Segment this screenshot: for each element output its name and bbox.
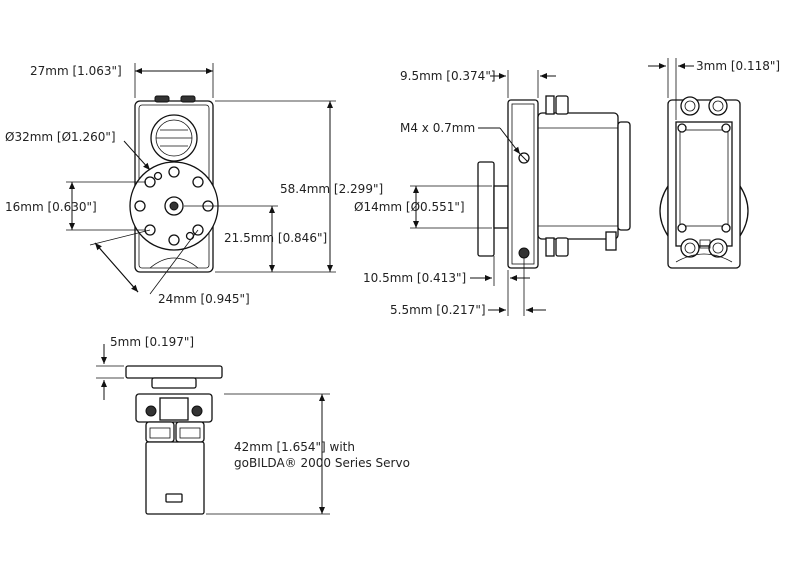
dim-offset: 21.5mm [0.846"] bbox=[224, 231, 327, 245]
hub-holes bbox=[134, 166, 214, 246]
side-bracket bbox=[507, 99, 539, 269]
dim-diameter-14: Ø14mm [Ø0.551"] bbox=[354, 200, 465, 214]
dim-side-9-5: 9.5mm [0.374"] bbox=[400, 69, 496, 83]
front-servo-body bbox=[145, 441, 205, 515]
dim-front-5: 5mm [0.197"] bbox=[110, 335, 194, 349]
dim-diameter-hub: Ø32mm [Ø1.260"] bbox=[5, 130, 116, 144]
dim-thread: M4 x 0.7mm bbox=[400, 121, 475, 135]
dim-side-5-5: 5.5mm [0.217"] bbox=[390, 303, 486, 317]
dim-side-3: 3mm [0.118"] bbox=[696, 59, 780, 73]
side-servo-body bbox=[537, 112, 619, 240]
dim-front-42-line1: 42mm [1.654"] with bbox=[234, 440, 355, 454]
dim-width-top: 27mm [1.063"] bbox=[30, 64, 122, 78]
front-hub-plate bbox=[125, 365, 223, 379]
dim-front-42-line2: goBILDA® 2000 Series Servo bbox=[234, 456, 410, 470]
dim-side-10-5: 10.5mm [0.413"] bbox=[363, 271, 466, 285]
side-view bbox=[410, 70, 631, 316]
dim-height-total: 58.4mm [2.299"] bbox=[280, 182, 383, 196]
top-view bbox=[66, 63, 336, 295]
back-view bbox=[648, 58, 749, 269]
dim-hole-spacing: 16mm [0.630"] bbox=[5, 200, 97, 214]
dim-diagonal: 24mm [0.945"] bbox=[158, 292, 250, 306]
front-view bbox=[96, 344, 330, 515]
side-hub-flange bbox=[477, 161, 495, 257]
